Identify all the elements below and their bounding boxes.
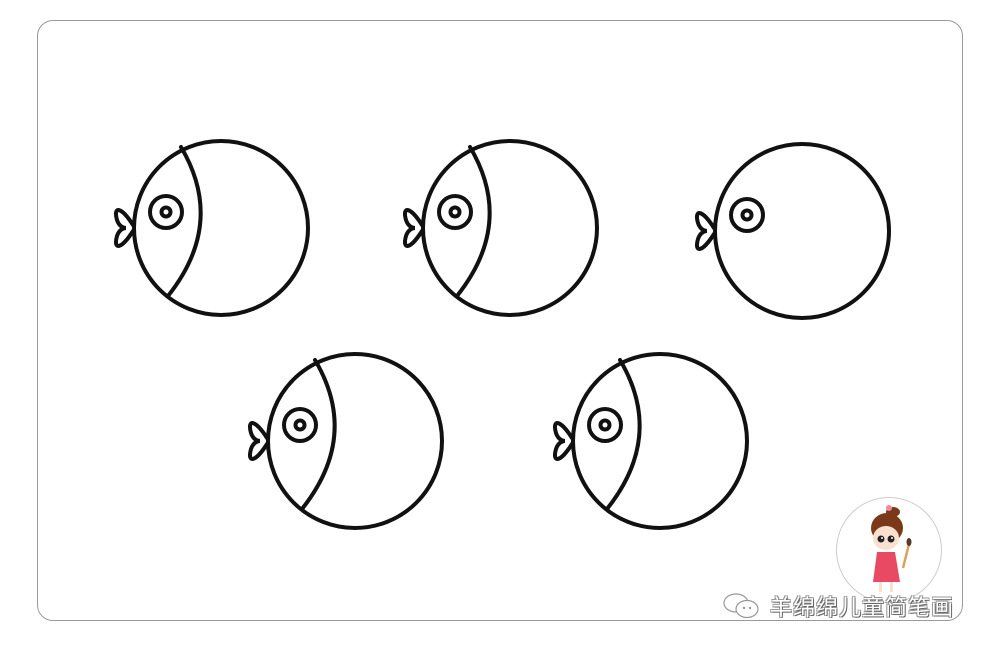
fish-eye	[148, 194, 184, 230]
fish-pupil-highlight	[744, 212, 750, 218]
fish-gill-arc	[455, 145, 492, 298]
fish-lips	[553, 421, 574, 461]
fish-eye	[587, 407, 623, 443]
fish-eye	[282, 407, 318, 443]
fish-body	[713, 142, 891, 320]
fish-body	[421, 139, 599, 317]
fish-pupil-highlight	[602, 422, 608, 428]
fish-eye	[437, 194, 473, 230]
fish-body	[266, 352, 444, 530]
fish-drawing	[403, 139, 599, 317]
watermark-text: 羊绵绵儿童简笔画	[770, 596, 955, 621]
fish-lips	[403, 208, 424, 248]
avatar	[836, 497, 942, 603]
fish-pupil-highlight	[452, 209, 458, 215]
watermark: 羊绵绵儿童简笔画	[722, 592, 955, 621]
drawing-card	[37, 20, 963, 621]
fish-drawing	[114, 139, 310, 317]
fish-drawing	[553, 352, 749, 530]
fish-drawing	[695, 142, 891, 320]
fish-body	[571, 352, 749, 530]
fish-pupil-highlight	[163, 209, 169, 215]
fish-drawing	[248, 352, 444, 530]
fish-gill-arc	[166, 145, 203, 298]
fish-pupil-highlight	[297, 422, 303, 428]
fish-gill-arc	[300, 358, 337, 511]
fish-body	[132, 139, 310, 317]
fish-lips	[114, 208, 135, 248]
fish-gill-arc	[605, 358, 642, 511]
wechat-icon	[723, 593, 759, 619]
fish-eye	[729, 197, 765, 233]
fish-lips	[695, 211, 716, 251]
cartoon-girl-icon	[871, 505, 912, 592]
fish-lips	[248, 421, 269, 461]
